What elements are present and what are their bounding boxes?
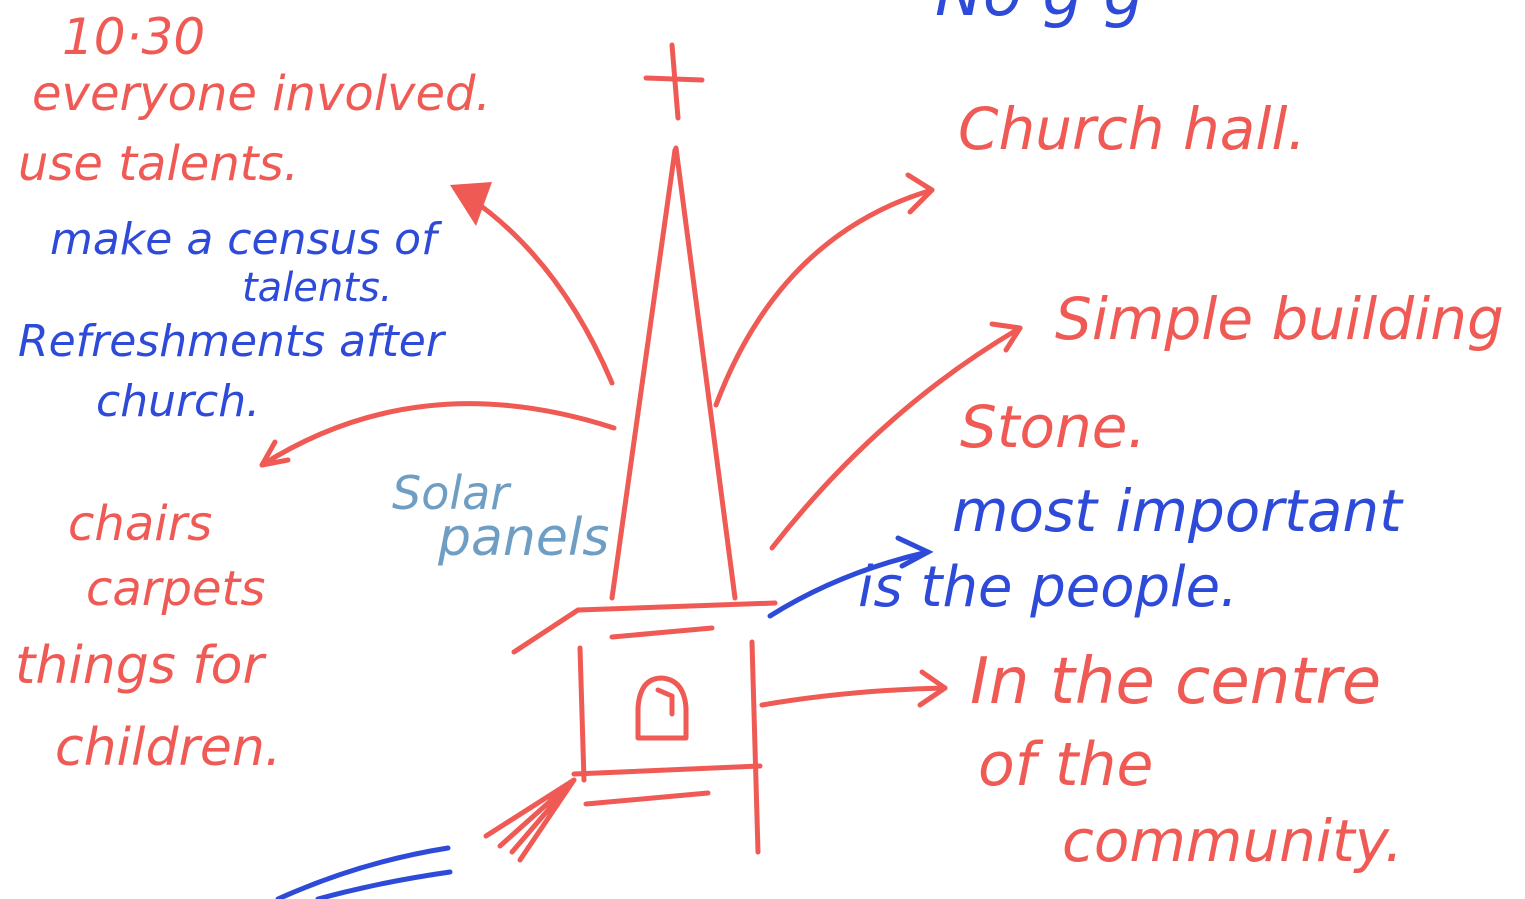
tower-base-line bbox=[571, 763, 763, 777]
church-hall-text: Church hall. bbox=[958, 95, 1306, 163]
stone-text: Stone. bbox=[960, 393, 1146, 461]
cross-horizontal-stroke bbox=[643, 75, 705, 83]
census-text-line-1: make a census of bbox=[50, 214, 437, 265]
spire-left-edge bbox=[609, 147, 678, 601]
solar-text-line-2: panels bbox=[438, 508, 610, 568]
census-text-line-2: talents. bbox=[242, 265, 393, 311]
arrow-to-simple-building bbox=[769, 325, 1023, 551]
simple-building-text: Simple building bbox=[1055, 285, 1504, 353]
everyone-text: everyone involved. bbox=[32, 66, 491, 122]
centre-text-line-2: of the bbox=[978, 730, 1154, 800]
talents-text: use talents. bbox=[18, 136, 299, 192]
centre-text-line-1: In the centre bbox=[970, 645, 1382, 719]
arrow-to-chairs bbox=[259, 401, 617, 468]
chairs-text-line-1: chairs bbox=[68, 496, 213, 552]
fan-strokes bbox=[483, 777, 577, 863]
arrow-to-chairs-head bbox=[259, 439, 291, 468]
time-text: 10·30 bbox=[62, 8, 206, 66]
arrow-to-church-hall-head bbox=[905, 172, 935, 215]
arrow-to-church-hall bbox=[713, 187, 935, 408]
centre-text-line-3: community. bbox=[1062, 807, 1404, 875]
arrow-to-simple-building-head bbox=[989, 321, 1023, 353]
tower-right-wall bbox=[749, 639, 761, 855]
blue-stroke-bottom-1 bbox=[275, 845, 451, 899]
arrow-to-centre-head bbox=[917, 669, 948, 708]
chairs-text-line-3: things for bbox=[15, 636, 264, 696]
arrow-to-centre bbox=[759, 685, 948, 708]
door-mark bbox=[655, 687, 675, 717]
door bbox=[635, 675, 689, 741]
tower-lower-line bbox=[583, 790, 711, 807]
chairs-text-line-2: carpets bbox=[86, 561, 266, 617]
refreshments-text-line-2: church. bbox=[96, 376, 261, 427]
solar-text-line-1: Solar bbox=[392, 466, 510, 520]
filled-arrowhead bbox=[450, 182, 492, 226]
blue-stroke-bottom-2 bbox=[315, 869, 453, 899]
spire-right-edge bbox=[673, 145, 738, 601]
arrow-to-people-head bbox=[895, 535, 934, 569]
top-fragment-text: No g g bbox=[935, 0, 1144, 26]
chairs-text-line-4: children. bbox=[55, 718, 282, 778]
roof-top-line bbox=[575, 600, 778, 613]
arrow-to-people bbox=[767, 549, 931, 619]
people-text-line-1: most important bbox=[952, 477, 1402, 545]
tower-left-wall bbox=[577, 645, 587, 783]
arrow-to-talents bbox=[467, 195, 615, 386]
roof-left-slope bbox=[511, 607, 581, 655]
refreshments-text-line-1: Refreshments after bbox=[18, 316, 444, 367]
roof-inner-line bbox=[609, 625, 715, 640]
people-text-line-2: is the people. bbox=[858, 555, 1238, 620]
